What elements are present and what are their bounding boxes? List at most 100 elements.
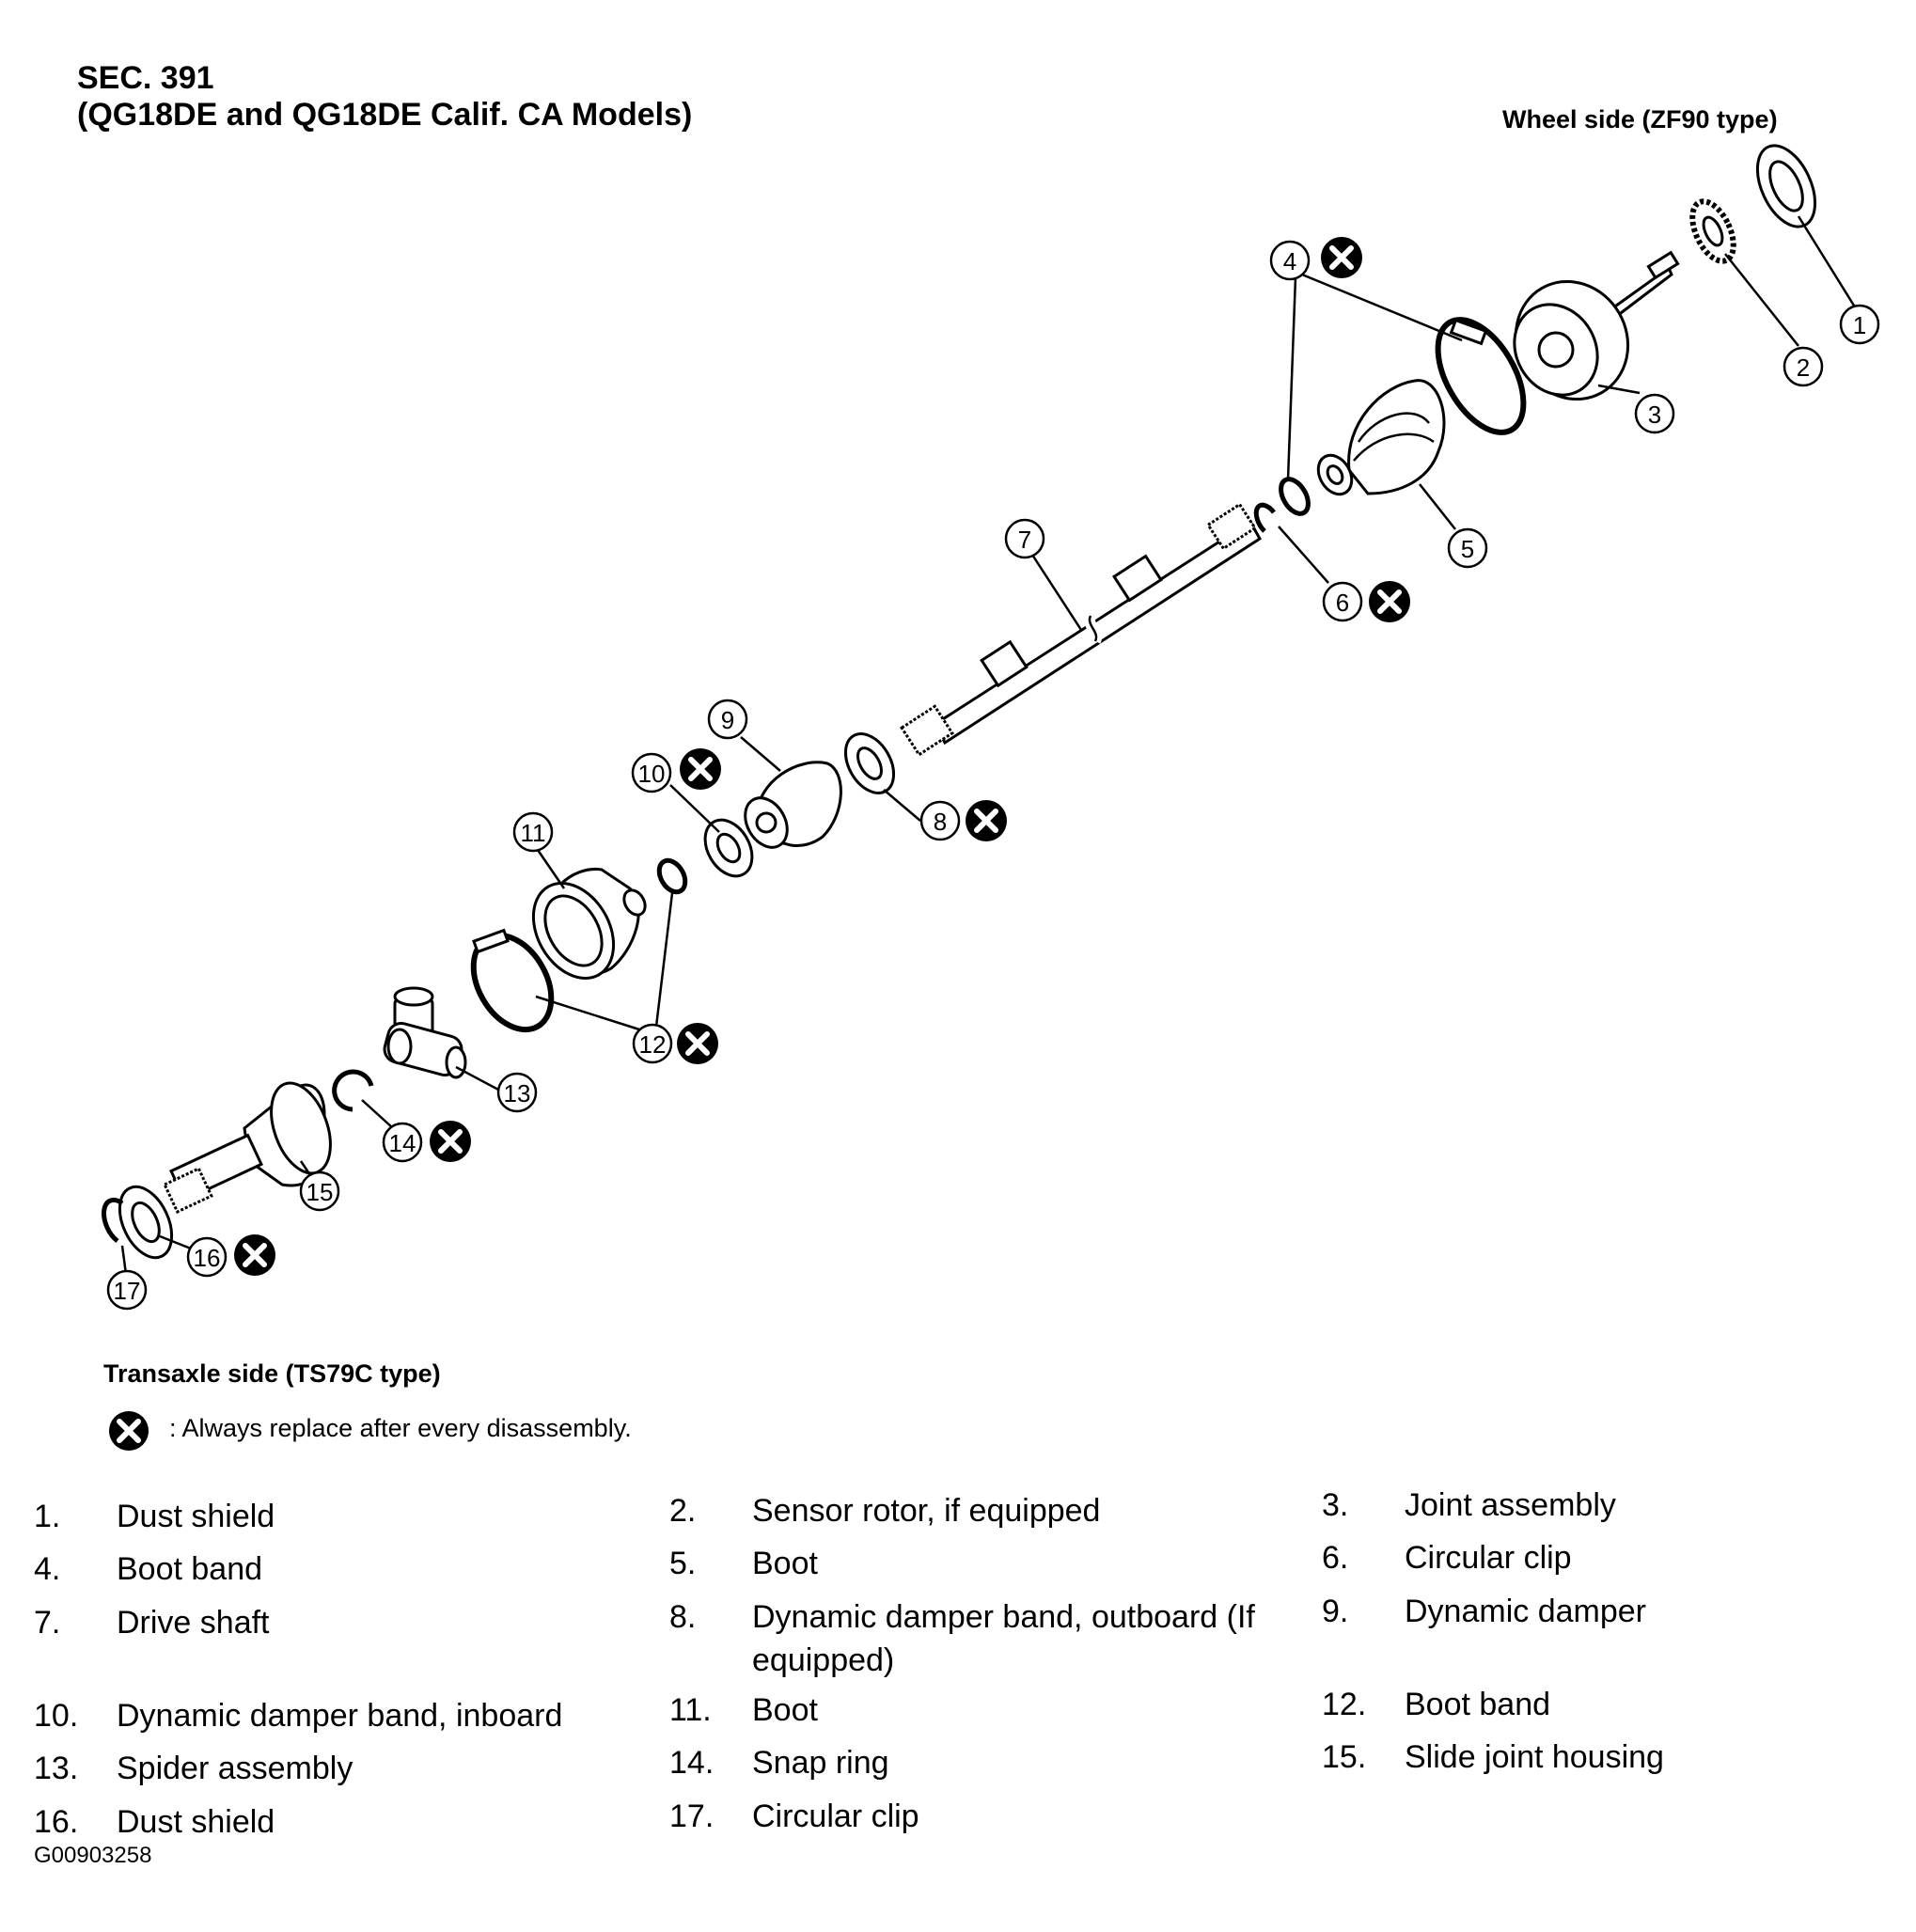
callout-7: 7: [1004, 518, 1045, 559]
callout-1: 1: [1839, 304, 1880, 345]
replace-mark-14: [430, 1121, 471, 1162]
callout-17: 17: [106, 1269, 148, 1311]
part-number: 5.: [669, 1546, 697, 1581]
callout-6: 6: [1322, 581, 1363, 622]
svg-text:14: 14: [389, 1129, 416, 1157]
callout-8: 8: [919, 800, 961, 841]
callout-2: 2: [1783, 346, 1824, 387]
svg-text:15: 15: [306, 1178, 334, 1206]
boot-band-inboard: [470, 928, 555, 1033]
replace-mark-10: [680, 748, 721, 790]
damper-band-outboard: [843, 732, 896, 794]
part-name: Boot band: [1405, 1687, 1551, 1722]
part-name: Boot: [752, 1546, 818, 1581]
part-number: 3.: [1322, 1487, 1349, 1523]
svg-text:2: 2: [1797, 353, 1810, 382]
part-number: 16.: [34, 1804, 79, 1840]
part-name: Circular clip: [752, 1798, 919, 1834]
drive-shaft: [900, 502, 1262, 757]
part-name: Spider assembly: [117, 1751, 353, 1786]
part-number: 12.: [1322, 1687, 1367, 1722]
dynamic-damper: [744, 761, 842, 849]
svg-text:8: 8: [934, 808, 947, 836]
callout-5: 5: [1447, 527, 1488, 569]
callout-14: 14: [382, 1122, 423, 1163]
callout-13: 13: [496, 1072, 538, 1113]
part-name: Boot: [752, 1692, 818, 1728]
callout-4: 4: [1269, 240, 1311, 281]
section-number: SEC. 391: [77, 60, 214, 96]
circular-clip-transaxle: [102, 1197, 124, 1244]
part-name: Boot band: [117, 1551, 263, 1587]
svg-text:9: 9: [721, 706, 734, 734]
callout-15: 15: [299, 1170, 340, 1212]
part-number: 6.: [1322, 1540, 1349, 1576]
boot-wheel: [1316, 379, 1446, 496]
circular-clip-wheel: [1253, 502, 1276, 533]
svg-text:1: 1: [1853, 311, 1866, 339]
boot-band-inboard-small: [656, 857, 688, 895]
part-name: Dynamic damper: [1405, 1594, 1646, 1629]
callout-12: 12: [632, 1023, 673, 1064]
dust-shield-wheel: [1755, 144, 1817, 228]
boot-inboard: [531, 867, 647, 980]
svg-text:16: 16: [194, 1244, 221, 1272]
replace-legend-icon: [109, 1411, 149, 1451]
part-name: Dynamic damper band, inboard: [117, 1698, 563, 1734]
callout-16: 16: [186, 1236, 228, 1278]
part-number: 15.: [1322, 1739, 1367, 1775]
part-name: Circular clip: [1405, 1540, 1572, 1576]
figure-code: G00903258: [34, 1843, 152, 1868]
replace-legend-text: : Always replace after every disassembly…: [169, 1414, 632, 1442]
joint-assembly: [1513, 250, 1680, 401]
svg-text:7: 7: [1018, 526, 1031, 554]
snap-ring: [332, 1069, 374, 1112]
part-number: 13.: [34, 1751, 79, 1786]
svg-text:6: 6: [1336, 589, 1349, 617]
part-name: Joint assembly: [1405, 1487, 1616, 1523]
replace-mark-6: [1369, 581, 1410, 622]
svg-text:10: 10: [638, 760, 666, 788]
svg-text:12: 12: [639, 1030, 667, 1059]
part-number: 10.: [34, 1698, 79, 1734]
part-name: Drive shaft: [117, 1605, 270, 1641]
sensor-rotor: [1689, 198, 1736, 264]
part-number: 2.: [669, 1493, 697, 1529]
part-name: Sensor rotor, if equipped: [752, 1493, 1101, 1529]
replace-mark-8: [966, 800, 1007, 841]
replace-mark-4: [1321, 237, 1362, 278]
svg-text:17: 17: [114, 1277, 141, 1305]
slide-joint-housing: [163, 1081, 332, 1214]
part-number: 8.: [669, 1599, 697, 1635]
svg-text:13: 13: [504, 1079, 531, 1107]
boot-band-small: [1279, 477, 1311, 516]
callout-10: 10: [631, 752, 672, 793]
leader-lines: [120, 215, 1856, 1282]
part-name: Dust shield: [117, 1499, 275, 1534]
dust-shield-transaxle: [118, 1185, 174, 1260]
svg-text:3: 3: [1648, 401, 1661, 429]
callout-9: 9: [707, 699, 748, 740]
part-number: 4.: [34, 1551, 61, 1587]
replace-mark-16: [234, 1234, 275, 1276]
callout-11: 11: [512, 811, 554, 853]
part-name: Dynamic damper band, outboard (If equipp…: [752, 1599, 1255, 1678]
replace-marks: [234, 237, 1410, 1276]
part-name: Dust shield: [117, 1804, 275, 1840]
svg-text:4: 4: [1283, 247, 1296, 275]
part-number: 17.: [669, 1798, 715, 1834]
part-name: Slide joint housing: [1405, 1739, 1664, 1775]
svg-text:5: 5: [1461, 535, 1474, 563]
part-number: 7.: [34, 1605, 61, 1641]
part-number: 14.: [669, 1745, 715, 1781]
replace-mark-12: [677, 1023, 718, 1064]
spider-assembly: [383, 986, 467, 1079]
boot-band-wheel: [1435, 317, 1527, 435]
model-title: (QG18DE and QG18DE Calif. CA Models): [77, 97, 693, 134]
part-name: Snap ring: [752, 1745, 889, 1781]
callout-3: 3: [1634, 393, 1675, 434]
wheel-side-label: Wheel side (ZF90 type): [1502, 105, 1778, 134]
part-number: 1.: [34, 1499, 61, 1534]
